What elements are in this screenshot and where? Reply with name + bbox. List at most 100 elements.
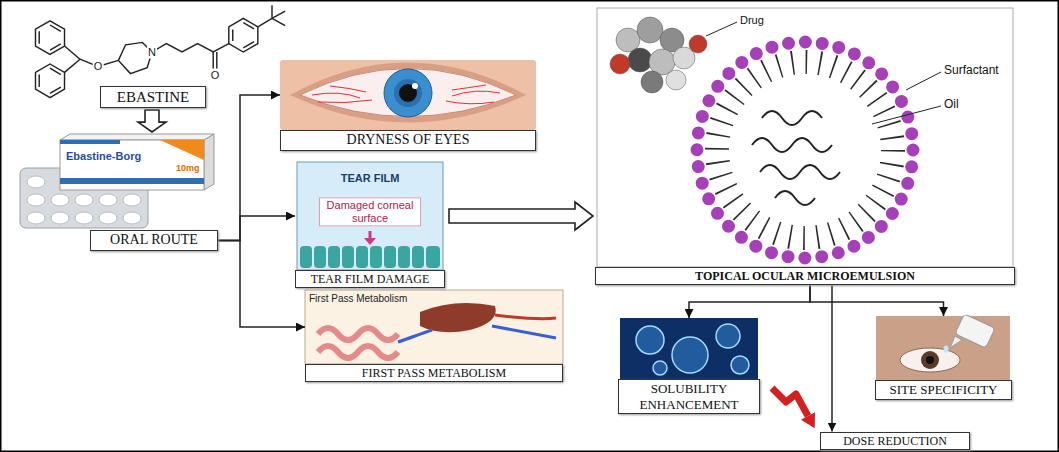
first-pass-figure	[420, 303, 496, 332]
caption-box: SOLUBILITY ENHANCEMENT	[618, 379, 760, 414]
eye-drop-photo	[950, 336, 962, 348]
chemical-structure	[272, 18, 285, 25]
pill-pack-photo	[123, 194, 141, 206]
caption-box: TOPICAL OCULAR MICROEMULSION	[595, 267, 1015, 285]
block-arrow	[449, 202, 593, 230]
first-pass-figure	[492, 326, 556, 338]
caption-box: SITE SPECIFICITY	[875, 380, 1012, 400]
bubbles-photo	[731, 356, 749, 374]
tear-film-figure	[356, 246, 368, 268]
tear-film-figure	[297, 162, 443, 270]
microemulsion-figure	[706, 22, 737, 36]
pill-pack-photo	[27, 194, 45, 206]
connector-arrow	[831, 285, 833, 431]
dose-reduction-icon	[772, 388, 815, 428]
caption-box: TEAR FILM DAMAGE	[295, 270, 445, 288]
node-panel: DRYNESS OF EYES	[280, 60, 536, 151]
eye-drop-photo	[921, 351, 939, 369]
chemical-structure	[229, 18, 258, 52]
chemical-structure	[35, 21, 64, 55]
pill-pack-photo	[60, 178, 204, 184]
pill-pack-photo	[60, 140, 204, 190]
tear-film-figure	[398, 246, 410, 268]
pill-pack-photo	[51, 194, 69, 206]
microemulsion-figure	[597, 8, 1013, 267]
red-eye-photo	[280, 60, 536, 130]
eye-drop-photo	[926, 356, 934, 364]
pill-pack-photo	[60, 134, 214, 140]
eye-drop-photo	[900, 348, 960, 372]
chemical-structure	[212, 52, 213, 69]
figure-label: Damaged corneal surface	[319, 197, 421, 226]
first-pass-figure	[305, 290, 563, 364]
chemical-structure	[50, 25, 61, 31]
chemical-structure	[232, 29, 233, 41]
first-pass-figure	[318, 328, 398, 340]
bubbles-photo	[636, 324, 749, 375]
pill-pack-photo	[27, 176, 45, 188]
connector-arrow	[810, 285, 944, 316]
pill-pack-photo	[75, 194, 93, 206]
microemulsion-figure	[610, 17, 707, 93]
bubbles-photo	[620, 318, 758, 379]
tear-film-figure	[370, 246, 382, 268]
tear-film-figure	[297, 162, 443, 270]
first-pass-figure	[318, 346, 398, 358]
tear-film-figure	[426, 246, 440, 268]
chemical-structure	[258, 18, 272, 26]
red-eye-photo	[394, 79, 422, 107]
pill-pack-photo	[99, 212, 117, 224]
chemical-structure	[271, 5, 272, 18]
tear-film-figure	[412, 246, 424, 268]
tear-film-figure	[369, 231, 372, 238]
microemulsion-figure	[752, 111, 840, 205]
red-eye-photo	[300, 69, 516, 117]
chemical-structure	[152, 44, 229, 52]
bubbles-photo	[636, 326, 664, 354]
first-pass-figure	[305, 290, 563, 364]
microemulsion-figure	[906, 72, 941, 90]
bubbles-photo	[653, 361, 667, 375]
pill-pack-photo	[75, 212, 93, 224]
microemulsion-figure	[666, 70, 686, 90]
bubbles-photo	[716, 324, 740, 348]
figure-label: Surfactant	[944, 64, 999, 78]
chemical-structure	[50, 87, 61, 93]
pill-pack-photo	[27, 212, 45, 224]
microemulsion-figure	[637, 17, 663, 43]
figure-label: Oil	[944, 98, 959, 112]
chemical-structure	[38, 75, 39, 87]
first-pass-figure	[495, 315, 556, 319]
microemulsion-figure	[597, 8, 1013, 267]
microemulsion-figure	[641, 71, 663, 93]
microemulsion-figure	[697, 42, 913, 258]
chemical-structure	[65, 59, 80, 72]
microemulsion-figure	[689, 35, 707, 53]
eye-drop-photo	[944, 346, 949, 353]
chemical-structure	[243, 42, 254, 48]
chemical-structure	[35, 5, 285, 97]
chemical-structure	[216, 52, 217, 69]
caption-box: ORAL ROUTE	[90, 230, 218, 251]
chemical-structure	[50, 44, 61, 50]
chemical-structure	[65, 46, 80, 59]
pill-pack-photo	[99, 194, 117, 206]
bubbles-photo	[672, 337, 708, 373]
caption-box: DRYNESS OF EYES	[280, 130, 536, 151]
red-eye-photo	[290, 63, 526, 123]
microemulsion-figure	[717, 62, 893, 238]
chemical-structure	[272, 11, 285, 18]
microemulsion-figure	[872, 106, 941, 124]
red-eye-photo	[384, 69, 432, 117]
node-panel: DOSE REDUCTION	[820, 432, 970, 450]
first-pass-figure	[398, 330, 432, 342]
pill-pack-photo	[160, 140, 204, 160]
bubbles-photo	[620, 318, 758, 379]
node-panel: SOLUBILITY ENHANCEMENT	[618, 318, 760, 414]
chemical-structure	[35, 64, 64, 98]
block-arrow	[138, 110, 166, 132]
node-panel: TOPICAL OCULAR MICROEMULSION	[595, 8, 1015, 285]
red-eye-photo	[399, 84, 417, 102]
pill-pack-photo	[20, 134, 214, 228]
